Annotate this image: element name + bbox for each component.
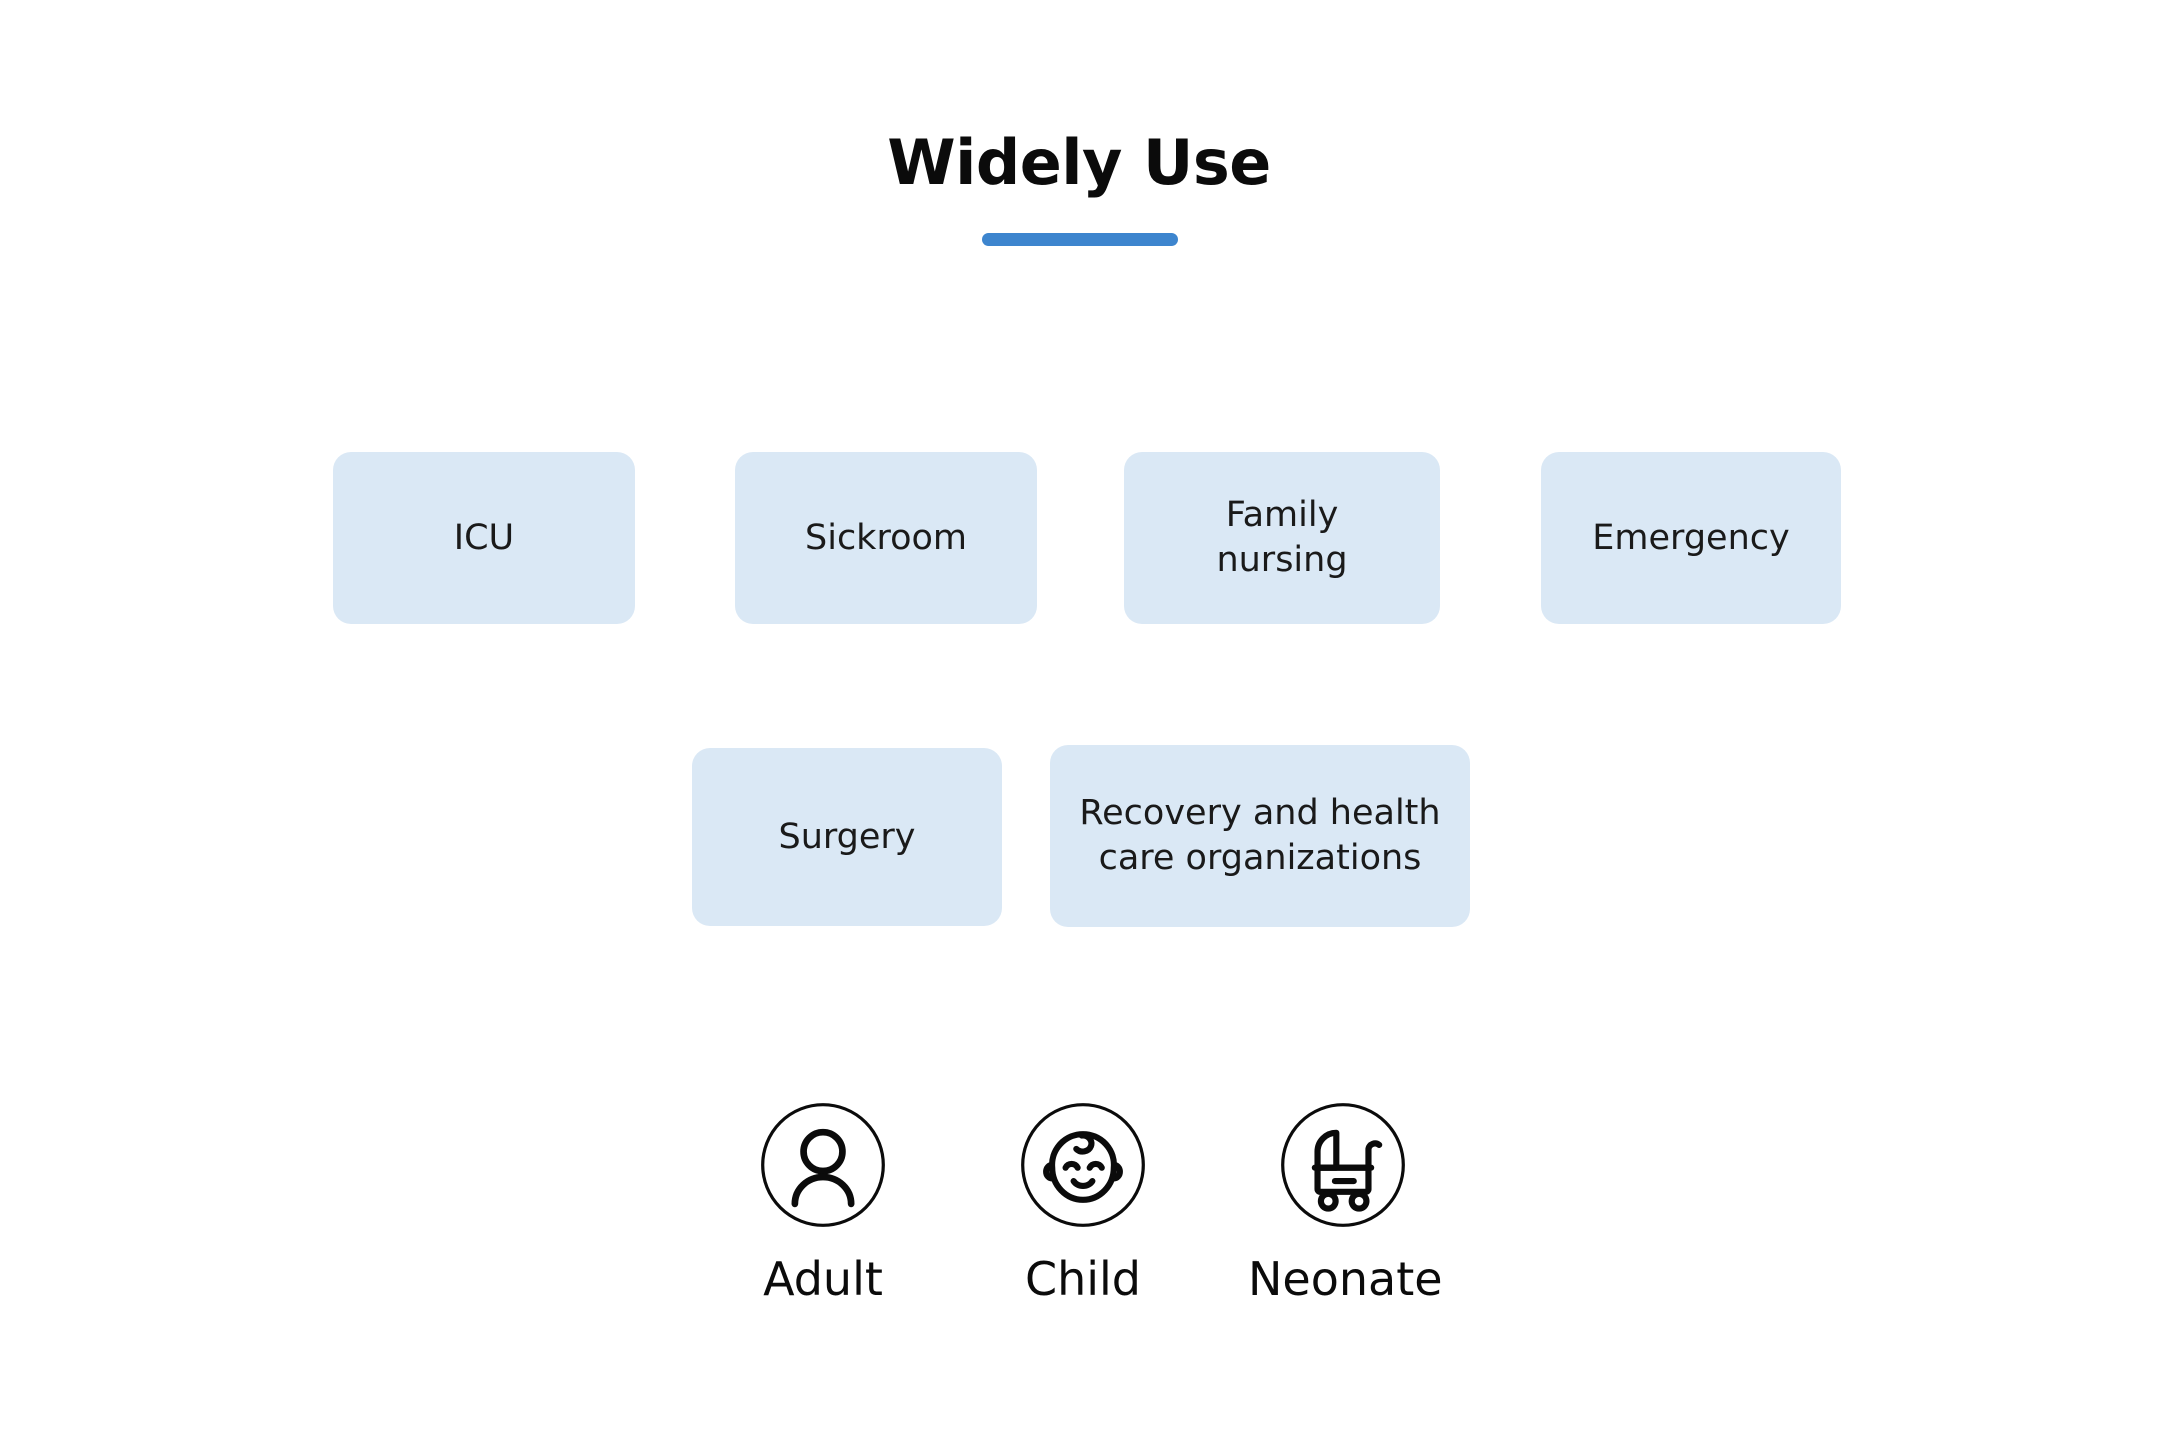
title-underline-accent — [982, 233, 1178, 247]
page-title: Widely Use — [887, 126, 1271, 199]
setting-box-family-nursing-label: Family nursing — [1216, 493, 1347, 583]
setting-box-emergency-label: Emergency — [1592, 517, 1790, 558]
setting-box-family-nursing[interactable]: Family nursing — [1124, 452, 1440, 624]
setting-box-family-nursing-label-line1: Family — [1225, 495, 1339, 536]
setting-box-recovery-label: Recovery and health care organizations — [1079, 791, 1440, 881]
child-baby-face-icon — [1021, 1103, 1145, 1227]
neonate-stroller-icon — [1281, 1103, 1405, 1227]
page-title-block: Widely Use — [0, 126, 2160, 247]
setting-box-icu-label: ICU — [453, 517, 515, 558]
patient-type-neonate[interactable]: Neonate — [1248, 1098, 1443, 1306]
setting-box-sickroom-label: Sickroom — [805, 517, 967, 558]
patient-type-neonate-label: Neonate — [1248, 1252, 1443, 1306]
setting-box-icu[interactable]: ICU — [333, 452, 635, 624]
setting-box-recovery-label-line1: Recovery and health — [1079, 793, 1441, 834]
setting-box-recovery-label-line2: care organizations — [1098, 838, 1422, 878]
patient-type-child[interactable]: Child — [988, 1098, 1178, 1305]
setting-box-recovery-health-care-organizations[interactable]: Recovery and health care organizations — [1050, 745, 1470, 927]
patient-type-row: Adult Child — [740, 1098, 1443, 1378]
patient-type-adult-label: Adult — [763, 1252, 883, 1306]
setting-box-surgery[interactable]: Surgery — [692, 748, 1002, 926]
setting-box-surgery-label: Surgery — [778, 816, 916, 857]
patient-type-child-label: Child — [1024, 1252, 1142, 1306]
adult-person-icon — [761, 1103, 885, 1227]
setting-box-family-nursing-label-line2: nursing — [1216, 540, 1348, 580]
patient-type-adult[interactable]: Adult — [728, 1098, 918, 1305]
setting-box-sickroom[interactable]: Sickroom — [735, 452, 1037, 624]
setting-box-emergency[interactable]: Emergency — [1541, 452, 1841, 624]
